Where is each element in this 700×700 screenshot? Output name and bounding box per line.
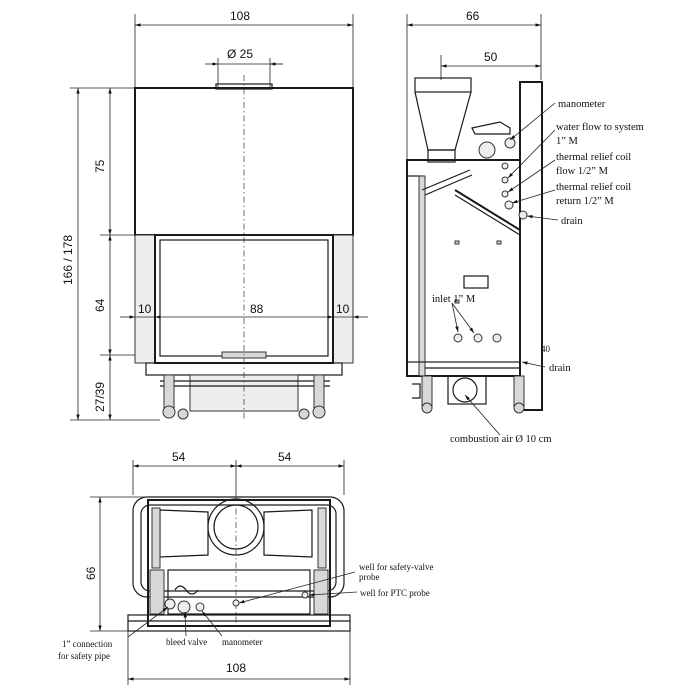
top-half-left-label: 54 bbox=[172, 450, 186, 464]
manometer-fitting bbox=[195, 602, 205, 612]
inlet-fitting-b bbox=[473, 333, 483, 343]
label-well-safety-line1: well for safety-valve bbox=[359, 562, 433, 572]
label-water-flow-line1: water flow to system bbox=[556, 122, 644, 133]
bleed-valve-fitting bbox=[177, 600, 191, 614]
side-depth-label: 66 bbox=[466, 9, 480, 23]
label-drain-top: drain bbox=[561, 216, 583, 227]
label-drain-bottom: drain bbox=[549, 363, 571, 374]
upper-height-label: 75 bbox=[93, 159, 107, 173]
left-leg bbox=[163, 374, 175, 410]
relief-flow-fitting bbox=[501, 190, 509, 198]
left-foot bbox=[162, 405, 176, 419]
rear-wall bbox=[519, 81, 543, 411]
right-side-panel bbox=[332, 234, 354, 364]
top-inner-box bbox=[167, 569, 311, 615]
top-depth-label: 66 bbox=[84, 566, 98, 580]
label-manometer: manometer bbox=[558, 99, 606, 110]
opening-width-label: 88 bbox=[250, 302, 264, 316]
inlet-fitting-a bbox=[453, 333, 463, 343]
total-height-label: 166 / 178 bbox=[61, 235, 75, 285]
flue-diameter-label: Ø 25 bbox=[227, 47, 253, 61]
label-water-flow-line2: 1” M bbox=[556, 136, 579, 147]
label-relief-return-line2: return 1/2” M bbox=[556, 196, 614, 207]
top-half-right-label: 54 bbox=[278, 450, 292, 464]
label-well-safety-line2: probe bbox=[359, 572, 380, 582]
middle-height-label: 64 bbox=[93, 298, 107, 312]
left-side-panel bbox=[134, 234, 156, 364]
flue-outlet bbox=[414, 77, 472, 93]
top-view: 54 54 66 1 bbox=[58, 450, 433, 685]
label-well-ptc: well for PTC probe bbox=[360, 588, 430, 598]
ptc-probe-well bbox=[301, 591, 309, 599]
label-manometer-top: manometer bbox=[222, 637, 262, 647]
manometer-dial bbox=[504, 137, 516, 149]
top-body bbox=[147, 499, 331, 627]
top-frame-outer bbox=[132, 496, 345, 598]
combustion-air-inlet bbox=[452, 377, 478, 403]
safety-probe-well bbox=[232, 599, 240, 607]
label-relief-flow-line1: thermal relief coil bbox=[556, 152, 631, 163]
relief-return-fitting bbox=[504, 200, 514, 210]
top-front-strip bbox=[127, 614, 351, 632]
top-width-label: 108 bbox=[226, 661, 246, 675]
top-drain-fitting bbox=[518, 210, 528, 220]
right-margin-label: 10 bbox=[336, 302, 350, 316]
label-combustion-air: combustion air Ø 10 cm bbox=[450, 434, 551, 445]
label-small-marker: 40 bbox=[541, 344, 551, 354]
label-relief-flow-line2: flow 1/2” M bbox=[556, 166, 609, 177]
label-inlet: inlet 1” M bbox=[432, 294, 476, 305]
left-margin-label: 10 bbox=[138, 302, 152, 316]
bottom-height-label: 27/39 bbox=[93, 382, 107, 412]
label-bleed-valve: bleed valve bbox=[166, 637, 207, 647]
label-relief-return-line1: thermal relief coil bbox=[556, 182, 631, 193]
right-leg bbox=[313, 374, 325, 410]
front-width-label: 108 bbox=[230, 9, 250, 23]
side-front-handle bbox=[418, 175, 426, 377]
side-inlet-box bbox=[463, 275, 489, 289]
water-flow-fitting bbox=[501, 176, 509, 184]
right-foot bbox=[312, 405, 326, 419]
label-connection-line1: 1” connection bbox=[62, 639, 113, 649]
side-view: 66 50 bbox=[406, 9, 644, 445]
side-inner-depth-label: 50 bbox=[484, 50, 498, 64]
door-glass bbox=[159, 239, 329, 357]
connection-fitting bbox=[164, 598, 176, 610]
baffle bbox=[454, 189, 521, 231]
label-connection-line2: for safety pipe bbox=[58, 651, 110, 661]
flue-hopper bbox=[414, 91, 472, 151]
front-view: 108 Ø 25 bbox=[61, 9, 368, 421]
